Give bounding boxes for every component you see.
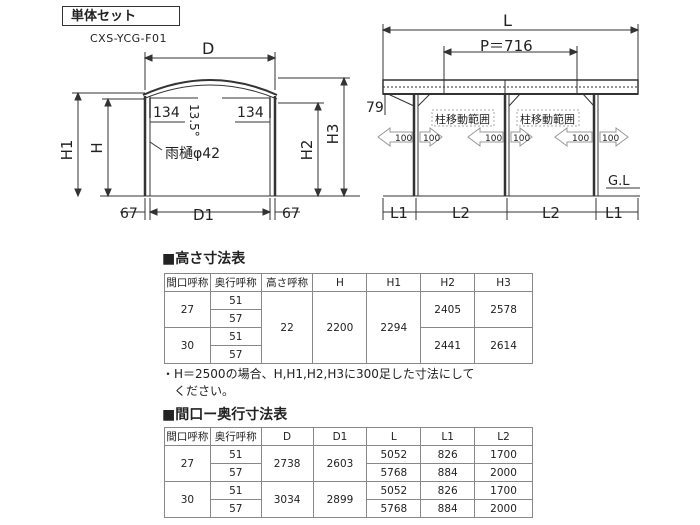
dim-h2: H2 [298, 140, 316, 161]
note-line-2: ください。 [162, 384, 235, 398]
dim-67-right: 67 [282, 206, 300, 222]
col-h: H [312, 273, 368, 292]
cell: 2294 [366, 291, 422, 364]
set-badge: 単体セット [62, 6, 180, 26]
cell: 826 [420, 445, 476, 464]
dim-d: D [202, 39, 214, 58]
cell: 57 [209, 345, 262, 364]
dim-l2-left: L2 [452, 204, 470, 222]
size-table-header: 間口呼称 奥行呼称 D D1 L L1 L2 [164, 427, 533, 446]
arrow-100-4: 100 [513, 134, 530, 144]
col-l: L [366, 427, 422, 446]
cell: 2000 [474, 499, 533, 518]
table-row: 57 5768 884 2000 [165, 463, 533, 482]
cell: 3034 [260, 481, 314, 518]
arrow-100-5: 100 [572, 134, 589, 144]
table-row: 57 5768 884 2000 [165, 499, 533, 518]
dim-h3: H3 [324, 124, 342, 145]
dim-l2-right: L2 [542, 204, 560, 222]
cell: 2603 [312, 445, 368, 482]
dim-d1: D1 [193, 206, 214, 224]
cell: 884 [420, 463, 476, 482]
cell: 2899 [312, 481, 368, 518]
cell: 5052 [366, 481, 422, 500]
cell: 1700 [474, 481, 533, 500]
cell: 5768 [366, 499, 422, 518]
table-row: 30 51 3034 2899 5052 826 1700 [164, 481, 533, 518]
dim-l1-left: L1 [390, 204, 408, 222]
cell: 27 [164, 291, 211, 328]
arrow-100-3: 100 [485, 134, 502, 144]
cell: 2000 [474, 463, 533, 482]
cell: 2200 [312, 291, 368, 364]
note-line-1: ・H＝2500の場合、H,H1,H2,H3に300足した寸法にして [162, 367, 475, 381]
height-table-header: 間口呼称 奥行呼称 高さ呼称 H H1 H2 H3 [164, 273, 533, 292]
dim-67-left: 67 [120, 206, 138, 222]
gutter-label: 雨樋φ42 [165, 146, 220, 162]
cell: 1700 [474, 445, 533, 464]
col-l1: L1 [420, 427, 476, 446]
cell: 5052 [366, 445, 422, 464]
dim-134-right: 134 [237, 105, 264, 121]
table-row: 30 51 2441 2614 [164, 327, 533, 364]
cell: 5768 [366, 463, 422, 482]
cell: 51 [209, 445, 262, 464]
cell: 30 [164, 327, 211, 364]
post-range-2: 柱移動範囲 [520, 112, 575, 126]
col-d1: D1 [312, 427, 368, 446]
size-table: 間口呼称 奥行呼称 D D1 L L1 L2 27 51 2738 2603 5… [164, 427, 533, 518]
col-width-name: 間口呼称 [164, 273, 211, 292]
model-number: CXS-YCG-F01 [90, 32, 167, 45]
cell: 884 [420, 499, 476, 518]
arrow-100-1: 100 [395, 134, 412, 144]
dim-h: H [88, 142, 106, 153]
dim-134-left: 134 [153, 105, 180, 121]
col-h2: H2 [420, 273, 476, 292]
col-l2: L2 [474, 427, 533, 446]
col-h1: H1 [366, 273, 422, 292]
arrow-100-2: 100 [423, 134, 440, 144]
table-row: 27 51 22 2200 2294 2405 2578 [164, 291, 533, 364]
table-row: 27 51 2738 2603 5052 826 1700 [164, 445, 533, 482]
cell: 2578 [474, 291, 533, 328]
dim-l1-right: L1 [605, 204, 623, 222]
col-d: D [260, 427, 314, 446]
dim-p: P＝716 [480, 37, 533, 55]
cell: 2738 [260, 445, 314, 482]
roof-angle: 13.5° [187, 104, 201, 137]
cell: 2405 [420, 291, 476, 328]
table-row: 57 [165, 345, 533, 364]
cell: 22 [260, 291, 314, 364]
cell: 51 [209, 327, 262, 346]
cell: 57 [209, 463, 262, 482]
arrow-100-6: 100 [602, 134, 619, 144]
col-height-name: 高さ呼称 [260, 273, 314, 292]
cell: 2441 [420, 327, 476, 364]
cell: 27 [164, 445, 211, 482]
dim-79: 79 [366, 100, 384, 116]
col-h3: H3 [474, 273, 533, 292]
cell: 30 [164, 481, 211, 518]
size-table-title: ■間口ー奥行寸法表 [162, 407, 288, 423]
ground-level: G.L [608, 174, 630, 189]
height-table-title: ■高さ寸法表 [162, 251, 246, 267]
cell: 826 [420, 481, 476, 500]
dim-h1: H1 [58, 140, 76, 161]
front-view-drawing: D D1 H1 H H2 H3 134 134 13.5° 雨樋φ42 67 6… [58, 39, 360, 224]
cell: 57 [209, 499, 262, 518]
side-view-drawing: L P＝716 79 柱移動範囲 柱移動範囲 100 100 100 100 1… [366, 11, 640, 222]
col-depth-name: 奥行呼称 [209, 273, 262, 292]
height-table: 間口呼称 奥行呼称 高さ呼称 H H1 H2 H3 27 51 22 2200 … [164, 273, 533, 364]
cell: 57 [209, 309, 262, 328]
cell: 51 [209, 481, 262, 500]
col-depth-name: 奥行呼称 [209, 427, 262, 446]
col-width-name: 間口呼称 [164, 427, 211, 446]
cell: 2614 [474, 327, 533, 364]
cell: 51 [209, 291, 262, 310]
dim-l: L [503, 11, 512, 30]
post-range-1: 柱移動範囲 [435, 112, 490, 126]
